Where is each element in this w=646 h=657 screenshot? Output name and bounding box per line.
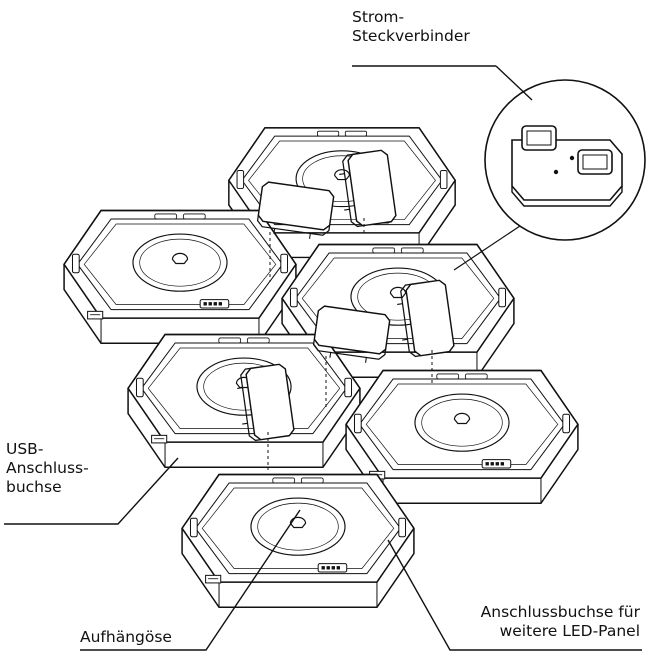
label-line: weitere LED-Panel [499, 622, 640, 640]
label-line: USB- [6, 440, 44, 458]
power-connector-3 [393, 278, 456, 386]
label-line: Strom- [352, 8, 405, 26]
power-connector-2 [335, 148, 398, 236]
label-line: buchse [6, 478, 62, 496]
led-panel-bottom [181, 473, 415, 609]
label-usb-anschlussbuchse: USB- Anschluss- buchse [6, 440, 89, 497]
leader-strom [352, 65, 533, 101]
label-line: Anschlussbuchse für [480, 603, 640, 621]
power-connector-1 [255, 180, 336, 282]
label-line: Steckverbinder [352, 27, 470, 45]
leader-aufhaengoese [80, 509, 301, 651]
label-aufhaengoese: Aufhängöse [80, 628, 172, 647]
power-connector-5 [233, 362, 296, 470]
label-strom-steckverbinder: Strom- Steckverbinder [352, 8, 470, 46]
connector-detail-callout [453, 79, 646, 271]
label-line: Anschluss- [6, 459, 89, 477]
leader-anschlussbuchse [387, 539, 642, 651]
label-anschlussbuchse: Anschlussbuchse für weitere LED-Panel [481, 603, 640, 641]
led-panel-left [63, 209, 297, 345]
leader-usb [4, 457, 179, 525]
power-connector-4 [311, 304, 392, 410]
label-line: Aufhängöse [80, 628, 172, 646]
